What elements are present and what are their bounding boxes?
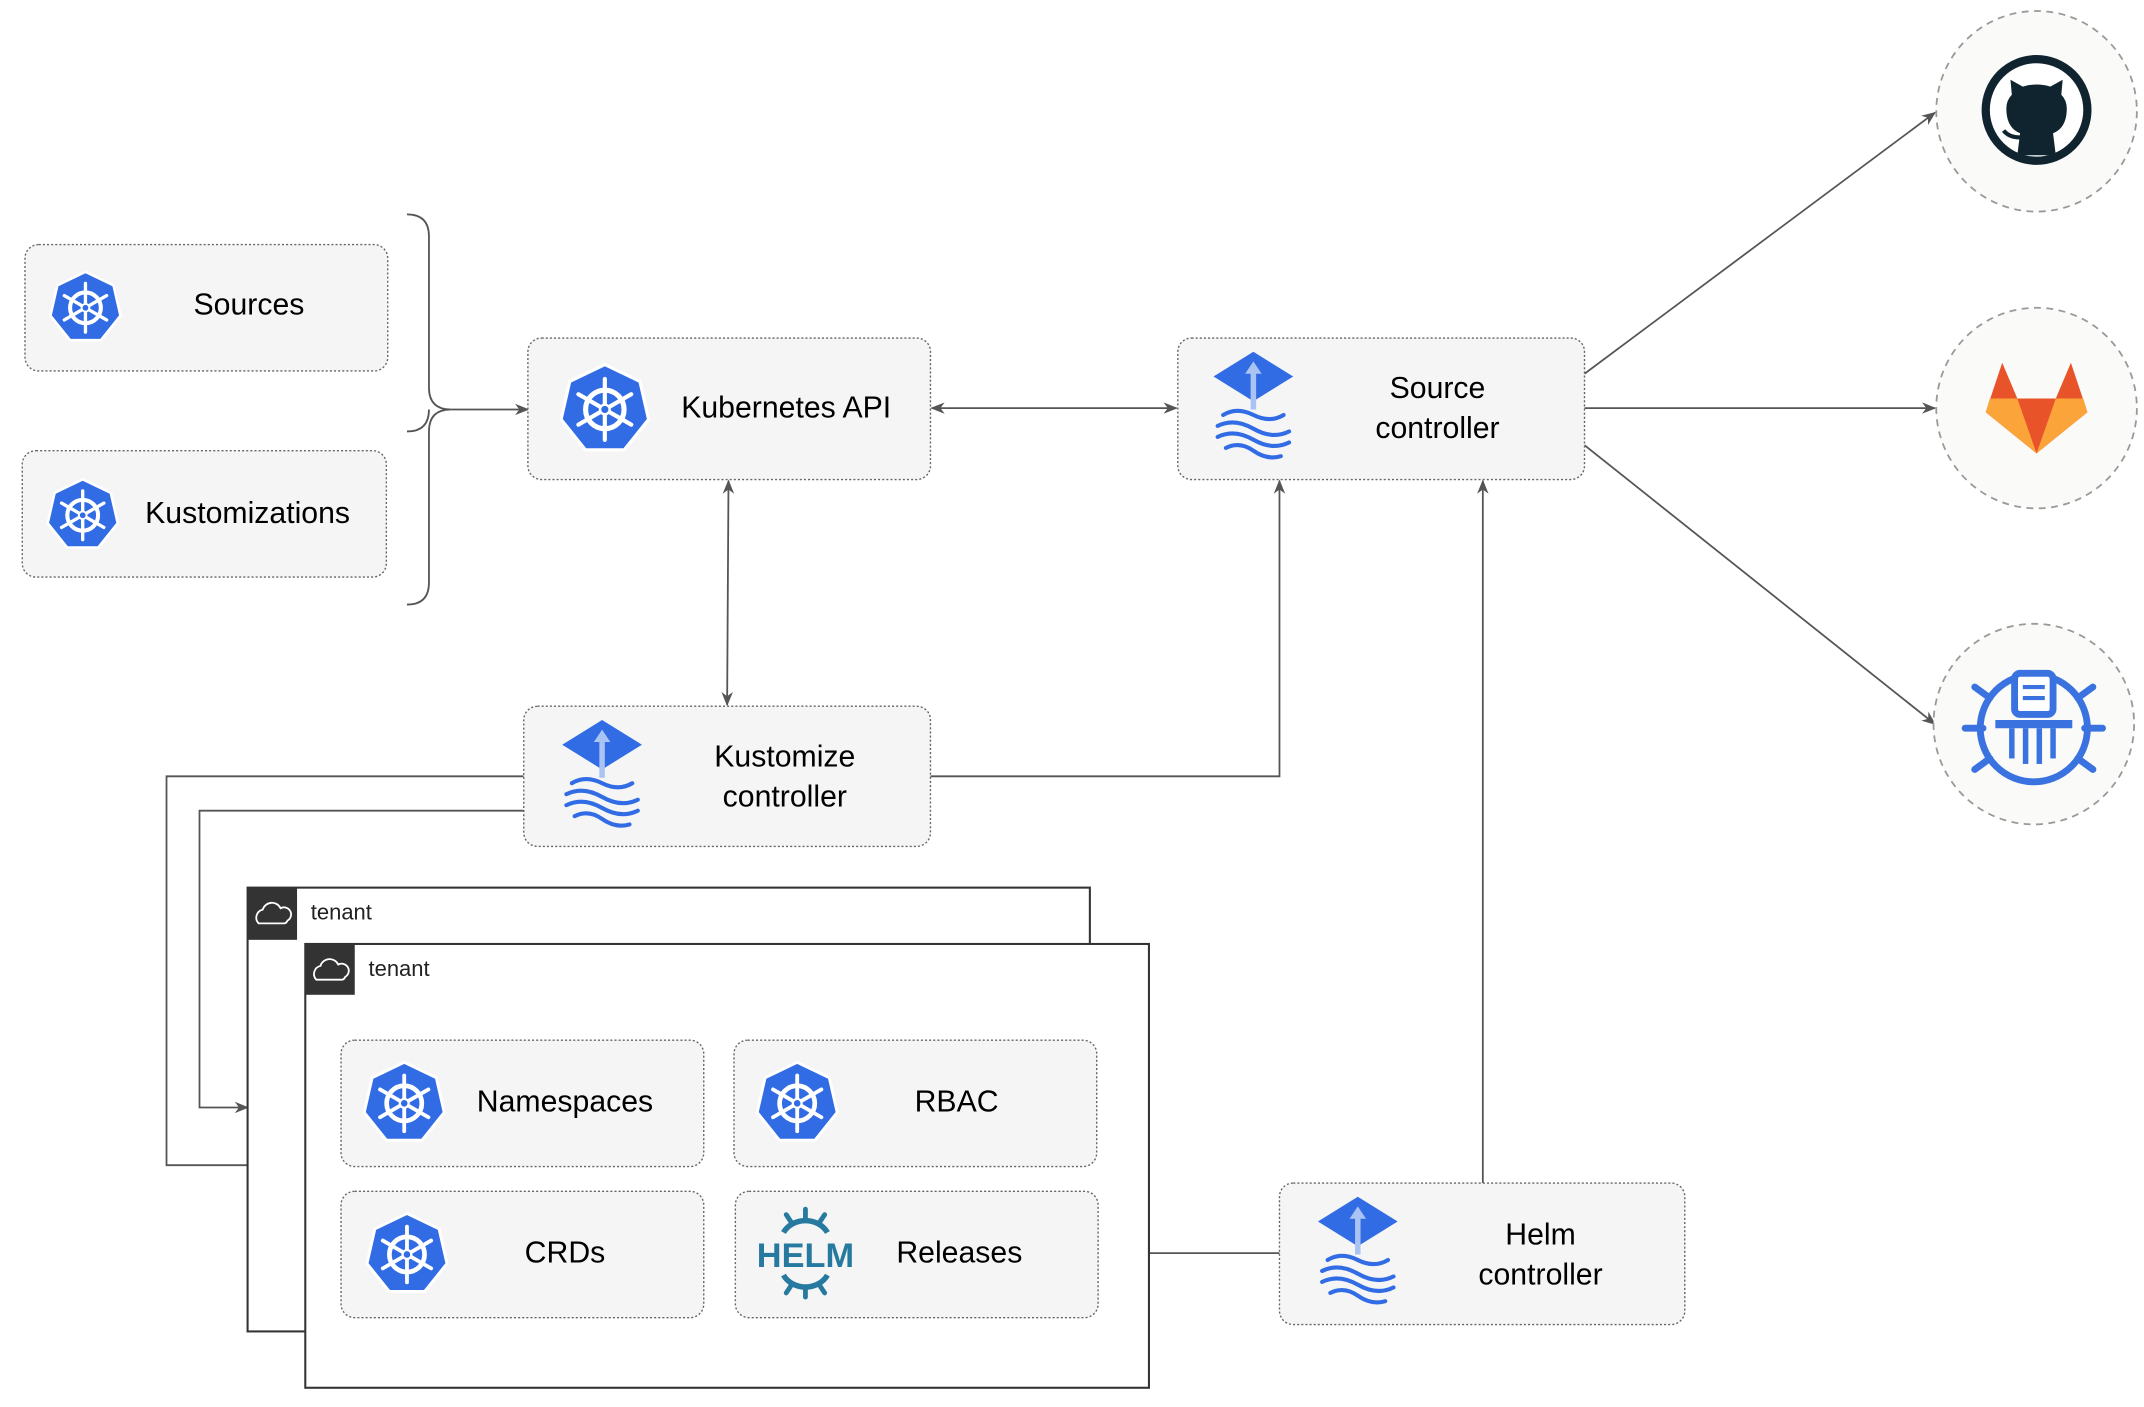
node-label: controller (723, 780, 847, 813)
node-label: RBAC (915, 1085, 999, 1118)
github-node[interactable] (1935, 10, 2138, 213)
svg-text:HELM: HELM (757, 1237, 854, 1275)
node-label: Namespaces (477, 1085, 653, 1118)
github-icon (1981, 54, 2092, 165)
node-label: controller (1478, 1258, 1602, 1291)
harbor-node[interactable] (1932, 622, 2136, 826)
node-kustomizations[interactable]: Kustomizations (21, 449, 388, 578)
node-source-controller[interactable]: Source controller (1177, 337, 1586, 481)
brace (406, 213, 451, 606)
node-kustomize-controller[interactable]: Kustomize controller (523, 705, 932, 848)
tenant-label: tenant (311, 900, 372, 925)
node-releases[interactable]: HELM Releases (734, 1190, 1099, 1319)
node-sources[interactable]: Sources (24, 243, 389, 372)
node-label: CRDs (525, 1236, 606, 1269)
node-label: Sources (194, 288, 305, 321)
node-label: Source (1390, 372, 1486, 405)
tenant-label: tenant (369, 956, 430, 981)
cloud-icon (313, 958, 350, 981)
edge-kustomize-to-tenant-back (198, 809, 524, 1114)
gitlab-node[interactable] (1935, 306, 2138, 510)
cloud-icon (255, 901, 292, 925)
node-helm-controller[interactable]: Helm controller (1278, 1182, 1686, 1326)
edge-source-to-github (1583, 111, 1937, 375)
helm-icon: HELM (757, 1206, 854, 1300)
harbor-icon (1961, 669, 2106, 786)
edge-api-kustomize-controller (721, 479, 735, 707)
node-label: Kustomize (714, 740, 855, 773)
node-namespaces[interactable]: Namespaces (340, 1039, 705, 1168)
node-label: Kustomizations (145, 497, 350, 530)
node-crds[interactable]: CRDs (340, 1190, 705, 1319)
node-label: Kubernetes API (681, 391, 891, 424)
node-label: controller (1375, 412, 1499, 445)
gitlab-icon (1985, 362, 2088, 454)
node-label: Helm (1505, 1219, 1576, 1252)
node-label: Releases (896, 1236, 1022, 1269)
edge-source-to-harbor (1583, 444, 1937, 726)
node-rbac[interactable]: RBAC (733, 1039, 1098, 1168)
node-kubernetes-api[interactable]: Kubernetes API (527, 337, 932, 481)
edge-kustomize-to-source (930, 479, 1286, 778)
edge-kustomize-to-tenant-front (165, 775, 524, 1171)
